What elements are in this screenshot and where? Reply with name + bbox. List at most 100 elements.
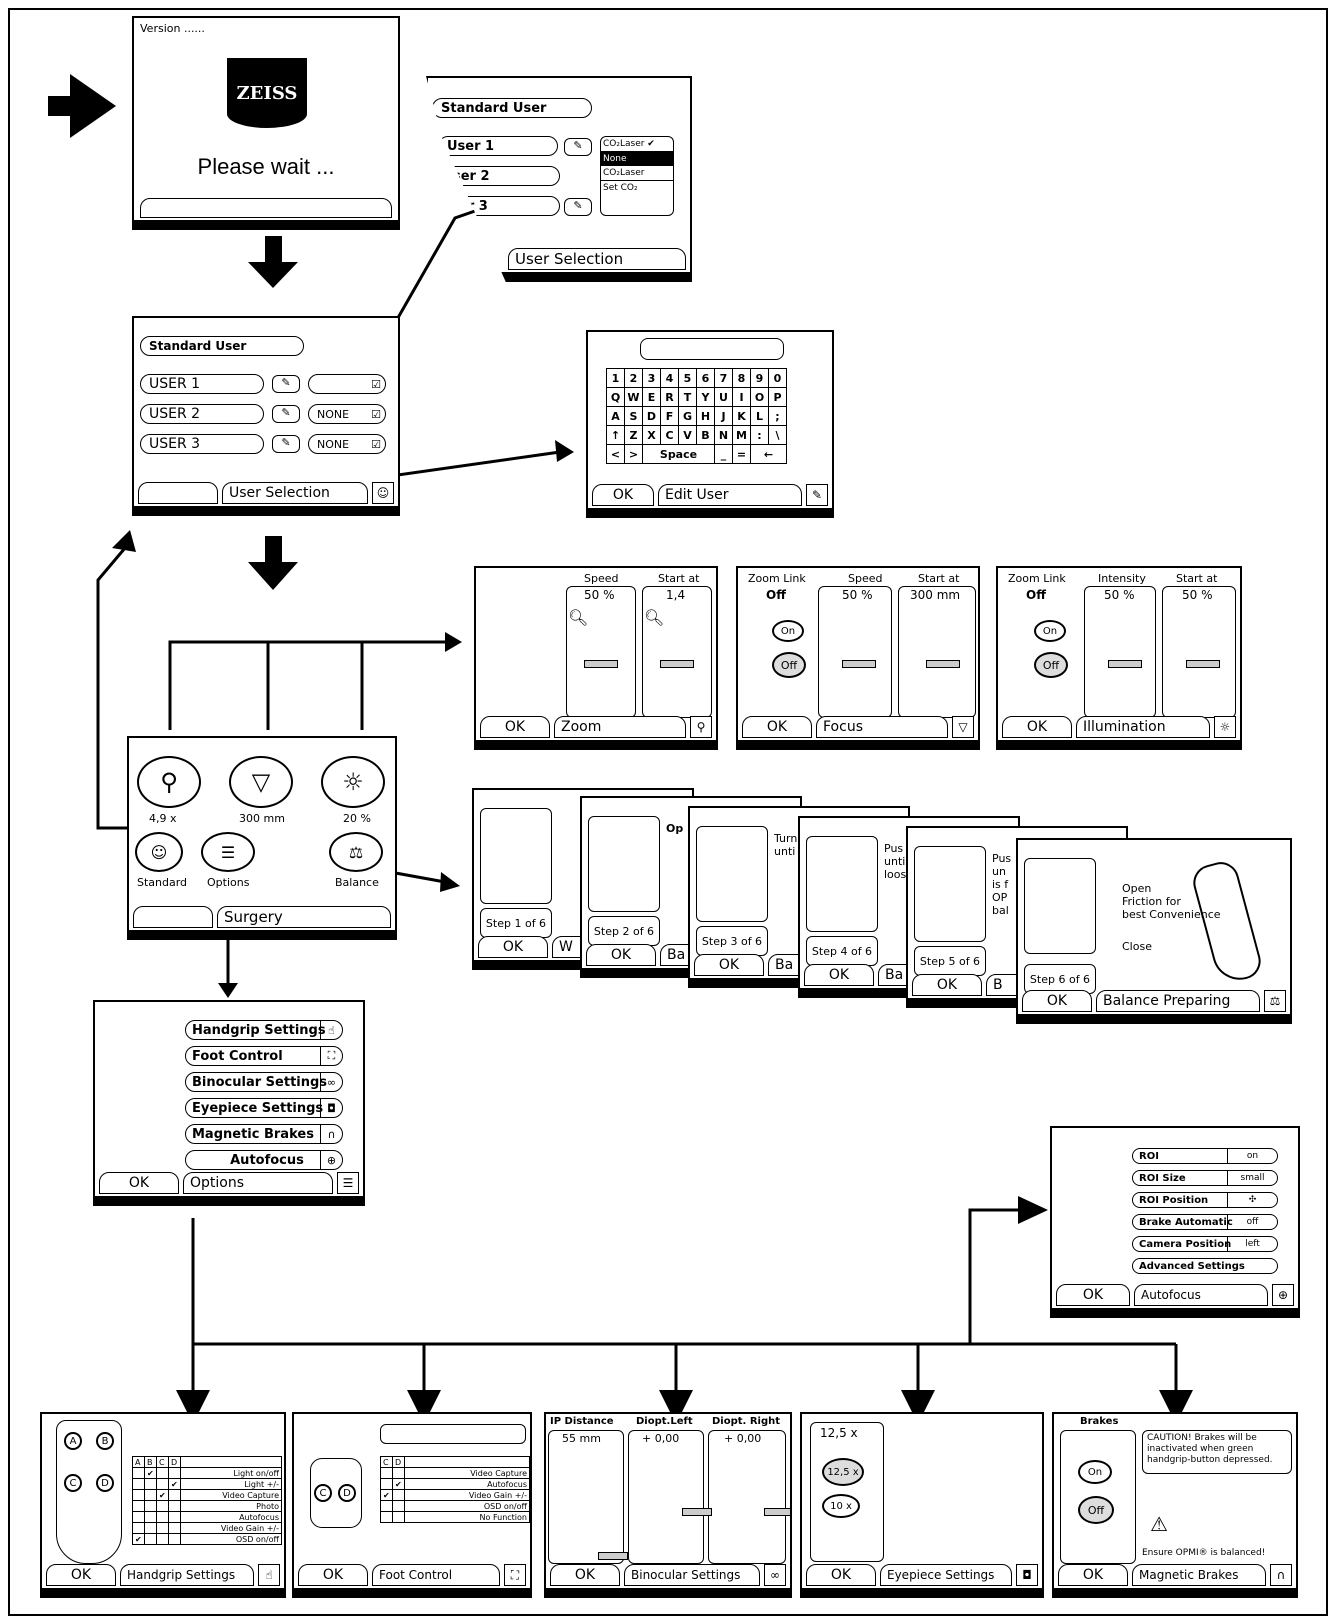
left-slider-thumb[interactable]	[682, 1508, 712, 1516]
start-slider-thumb[interactable]	[1186, 660, 1220, 668]
key[interactable]: F	[660, 406, 679, 426]
eyepiece-10x-button[interactable]: 10 x	[822, 1494, 860, 1518]
foot-control-button[interactable]: Foot Control⛶	[185, 1046, 343, 1066]
ok-button[interactable]: OK	[46, 1564, 116, 1586]
assign-cell[interactable]	[392, 1511, 405, 1523]
edit-icon[interactable]: ✎	[564, 138, 592, 156]
assign-cell[interactable]: ✔	[144, 1467, 157, 1479]
key[interactable]: U	[714, 387, 733, 407]
assign-cell[interactable]	[392, 1467, 405, 1479]
assign-cell[interactable]	[156, 1500, 169, 1512]
assign-cell[interactable]	[380, 1500, 393, 1512]
preset-select-3[interactable]: NONE☑	[308, 434, 386, 454]
key[interactable]: Y	[696, 387, 715, 407]
start-gauge[interactable]	[898, 586, 976, 718]
name-input[interactable]	[640, 338, 784, 360]
user-1-button[interactable]: USER 1	[140, 374, 264, 394]
assign-cell[interactable]	[392, 1500, 405, 1512]
assign-cell[interactable]	[156, 1522, 169, 1534]
key[interactable]: \	[768, 425, 787, 445]
assign-cell[interactable]	[132, 1500, 145, 1512]
on-button[interactable]: On	[772, 620, 804, 642]
key[interactable]: 2	[624, 368, 643, 388]
assign-cell[interactable]: ✔	[168, 1478, 181, 1490]
assign-cell[interactable]: ✔	[392, 1478, 405, 1490]
key[interactable]: A	[606, 406, 625, 426]
intensity-gauge[interactable]	[1084, 586, 1156, 718]
ok-button[interactable]: OK	[1022, 990, 1092, 1012]
edit-user-2-icon[interactable]: ✎	[272, 405, 300, 423]
key[interactable]: X	[642, 425, 661, 445]
off-button[interactable]: Off	[772, 652, 806, 678]
blank-button[interactable]	[138, 482, 218, 504]
roi-position-row[interactable]: ROI Position✣	[1132, 1192, 1278, 1208]
preset-select-2[interactable]: NONE☑	[308, 404, 386, 424]
assign-cell[interactable]	[168, 1489, 181, 1501]
key[interactable]: 8	[732, 368, 751, 388]
speed-gauge[interactable]	[566, 586, 636, 718]
assign-cell[interactable]	[168, 1533, 181, 1545]
speed-slider-thumb[interactable]	[584, 660, 618, 668]
key[interactable]: M	[732, 425, 751, 445]
key[interactable]: ↑	[606, 425, 625, 445]
advanced-settings-button[interactable]: Advanced Settings	[1132, 1258, 1278, 1274]
key[interactable]: 7	[714, 368, 733, 388]
key[interactable]: =	[732, 444, 751, 464]
assign-cell[interactable]	[144, 1478, 157, 1490]
key[interactable]: L	[750, 406, 769, 426]
assign-cell[interactable]	[132, 1511, 145, 1523]
key[interactable]: <	[606, 444, 625, 464]
options-button[interactable]: ☰	[201, 832, 255, 872]
key[interactable]: I	[732, 387, 751, 407]
ok-button[interactable]: OK	[99, 1172, 179, 1194]
key[interactable]: 9	[750, 368, 769, 388]
assign-cell[interactable]: ✔	[132, 1533, 145, 1545]
speed-slider-thumb[interactable]	[842, 660, 876, 668]
start-gauge[interactable]	[1162, 586, 1236, 718]
right-gauge[interactable]	[708, 1430, 786, 1564]
eyepiece-12-5x-button[interactable]: 12,5 x	[822, 1458, 864, 1486]
dropdown-item-co2laser[interactable]: CO₂Laser	[601, 166, 673, 181]
key[interactable]: K	[732, 406, 751, 426]
right-slider-thumb[interactable]	[764, 1508, 790, 1516]
key[interactable]: H	[696, 406, 715, 426]
key[interactable]: 0	[768, 368, 787, 388]
assign-cell[interactable]	[168, 1500, 181, 1512]
key[interactable]: ←	[750, 444, 787, 464]
button-d[interactable]: D	[338, 1484, 356, 1502]
assign-cell[interactable]	[168, 1467, 181, 1479]
balance-button[interactable]: ⚖	[329, 832, 383, 872]
ok-button[interactable]: OK	[1002, 716, 1072, 738]
key[interactable]: P	[768, 387, 787, 407]
foot-input[interactable]	[380, 1424, 526, 1444]
ok-button[interactable]: OK	[478, 936, 548, 958]
autofocus-button[interactable]: Autofocus⊕	[185, 1150, 343, 1170]
key[interactable]: 5	[678, 368, 697, 388]
key[interactable]: _	[714, 444, 733, 464]
preset-dropdown[interactable]: CO₂Laser ✔ None CO₂Laser Set CO₂	[600, 136, 674, 216]
assign-cell[interactable]	[156, 1467, 169, 1479]
assign-cell[interactable]	[144, 1511, 157, 1523]
key[interactable]: R	[660, 387, 679, 407]
preset-select-1[interactable]: ☑	[308, 374, 386, 394]
assign-cell[interactable]	[144, 1489, 157, 1501]
assign-cell[interactable]	[132, 1522, 145, 1534]
assign-cell[interactable]	[132, 1467, 145, 1479]
ok-button[interactable]: OK	[912, 974, 982, 996]
user-3-button[interactable]: USER 3	[140, 434, 264, 454]
assign-cell[interactable]	[392, 1489, 405, 1501]
magnetic-brakes-button[interactable]: Magnetic Brakes∩	[185, 1124, 343, 1144]
ok-button[interactable]: OK	[480, 716, 550, 738]
edit-icon[interactable]: ✎	[564, 198, 592, 216]
key[interactable]: S	[624, 406, 643, 426]
assign-cell[interactable]	[132, 1489, 145, 1501]
intensity-slider-thumb[interactable]	[1108, 660, 1142, 668]
ok-button[interactable]: OK	[592, 484, 654, 506]
on-button[interactable]: On	[1078, 1460, 1112, 1484]
edit-user-3-icon[interactable]: ✎	[272, 435, 300, 453]
assign-cell[interactable]	[144, 1522, 157, 1534]
key[interactable]: >	[624, 444, 643, 464]
key[interactable]: W	[624, 387, 643, 407]
